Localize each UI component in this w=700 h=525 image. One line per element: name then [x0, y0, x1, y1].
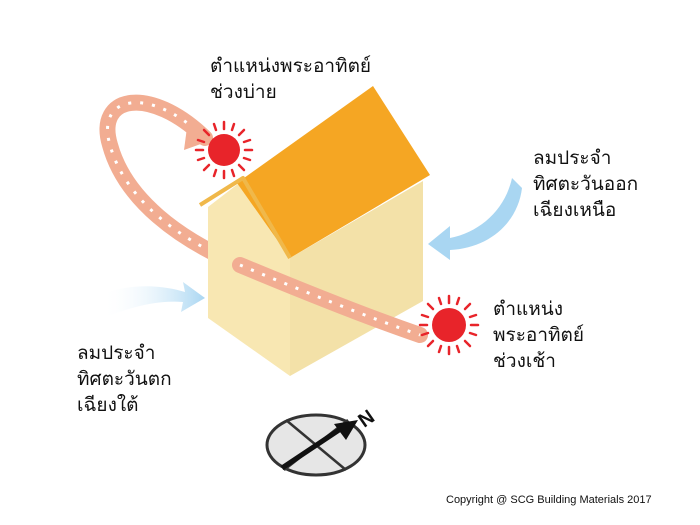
morning-sun-label-line3: ช่วงเช้า — [493, 350, 556, 372]
morning-sun-label-line2: พระอาทิตย์ — [493, 324, 585, 346]
compass-icon: N — [265, 406, 379, 477]
afternoon-sun-icon — [194, 120, 254, 180]
afternoon-sun-label-line2: ช่วงบ่าย — [210, 81, 277, 103]
house-front-wall — [208, 180, 290, 376]
southwest-wind-label-line3: เฉียงใต้ — [77, 394, 139, 416]
northeast-wind-arrow-icon — [428, 178, 522, 260]
house-roof — [237, 86, 430, 258]
copyright-notice: Copyright @ SCG Building Materials 2017 — [446, 494, 652, 506]
house — [198, 86, 430, 376]
northeast-wind-label: ลมประจำ ทิศตะวันออก เฉียงเหนือ — [533, 145, 638, 223]
northeast-wind-label-line3: เฉียงเหนือ — [533, 199, 617, 221]
southwest-wind-label: ลมประจำ ทิศตะวันตก เฉียงใต้ — [77, 340, 172, 418]
morning-sun-label-line1: ตำแหน่ง — [493, 298, 564, 320]
morning-sun-label: ตำแหน่ง พระอาทิตย์ ช่วงเช้า — [493, 296, 584, 374]
southwest-wind-arrow-icon — [102, 282, 205, 318]
house-side-wall — [290, 181, 423, 376]
northeast-wind-label-line2: ทิศตะวันออก — [533, 173, 639, 195]
roof-gable-edge — [198, 176, 292, 260]
sun-path-back — [99, 94, 248, 273]
morning-sun-icon — [418, 294, 480, 356]
southwest-wind-label-line1: ลมประจำ — [77, 342, 156, 364]
southwest-wind-label-line2: ทิศตะวันตก — [77, 368, 172, 390]
afternoon-sun-label-line1: ตำแหน่งพระอาทิตย์ — [210, 55, 372, 77]
afternoon-sun-label: ตำแหน่งพระอาทิตย์ ช่วงบ่าย — [210, 53, 371, 105]
northeast-wind-label-line1: ลมประจำ — [533, 147, 612, 169]
